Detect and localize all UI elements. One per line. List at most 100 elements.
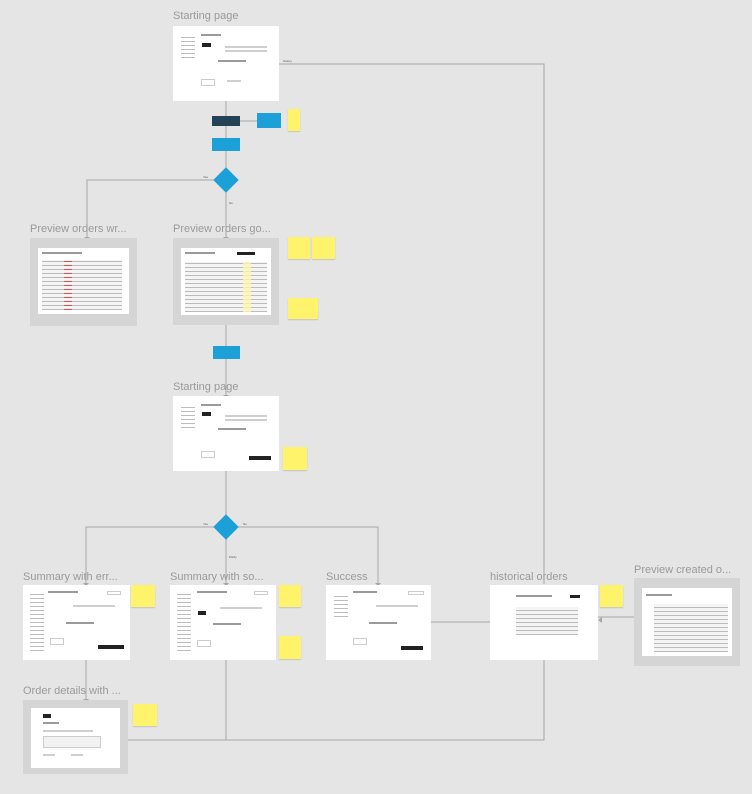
frame-preview-created-orders[interactable] bbox=[634, 578, 740, 666]
text-placeholder bbox=[218, 428, 246, 430]
frame-starting-page[interactable] bbox=[173, 26, 279, 101]
sidebar-placeholder bbox=[177, 593, 191, 651]
sticky-note[interactable] bbox=[133, 704, 157, 726]
frame-title: historical orders bbox=[490, 571, 568, 583]
process-note[interactable] bbox=[257, 113, 281, 128]
process-step[interactable] bbox=[212, 116, 240, 126]
field-placeholder bbox=[254, 591, 268, 595]
text-placeholder bbox=[225, 50, 267, 52]
button-placeholder bbox=[401, 646, 423, 650]
frame-title: Success bbox=[326, 571, 368, 583]
text-placeholder bbox=[516, 595, 552, 597]
table-placeholder bbox=[516, 607, 578, 635]
sticky-note[interactable] bbox=[279, 636, 301, 659]
text-placeholder bbox=[353, 591, 377, 593]
edge-label-partly: Partly bbox=[229, 555, 237, 559]
button-placeholder bbox=[202, 43, 211, 47]
frame-preview-orders-good[interactable] bbox=[173, 238, 279, 325]
text-placeholder bbox=[218, 60, 246, 62]
text-placeholder bbox=[66, 622, 94, 624]
edge-label-no: No bbox=[243, 522, 247, 526]
frame-summary-with-errors[interactable] bbox=[23, 585, 130, 660]
page-placeholder bbox=[181, 248, 271, 315]
connector bbox=[85, 526, 215, 584]
sticky-note[interactable] bbox=[600, 585, 623, 607]
sticky-note[interactable] bbox=[288, 298, 318, 319]
frame-title: Summary with err... bbox=[23, 571, 118, 583]
button-placeholder bbox=[198, 611, 206, 615]
process-step[interactable] bbox=[213, 346, 240, 359]
button-placeholder bbox=[249, 456, 271, 460]
frame-title: Starting page bbox=[173, 381, 239, 393]
table-placeholder bbox=[42, 260, 122, 310]
text-placeholder bbox=[43, 722, 59, 724]
sticky-note[interactable] bbox=[131, 585, 155, 607]
edge-label-yes: Yes bbox=[203, 175, 208, 179]
edge-label-no: No bbox=[229, 201, 233, 205]
frame-order-details[interactable] bbox=[23, 700, 128, 774]
frame-summary-with-some[interactable] bbox=[170, 585, 276, 660]
connector bbox=[279, 63, 545, 584]
frame-title: Summary with so... bbox=[170, 571, 264, 583]
frame-title: Starting page bbox=[173, 10, 239, 22]
text-placeholder bbox=[369, 622, 397, 624]
text-placeholder bbox=[201, 34, 221, 36]
text-placeholder bbox=[225, 419, 267, 421]
process-step[interactable] bbox=[212, 138, 240, 151]
sticky-note[interactable] bbox=[279, 585, 301, 607]
text-placeholder bbox=[185, 252, 215, 254]
button-placeholder bbox=[98, 645, 124, 649]
text-placeholder bbox=[43, 754, 55, 756]
field-placeholder bbox=[408, 591, 424, 595]
text-placeholder bbox=[48, 591, 78, 593]
text-placeholder bbox=[646, 594, 672, 596]
frame-starting-page[interactable] bbox=[173, 396, 279, 471]
frame-success[interactable] bbox=[326, 585, 431, 660]
button-placeholder bbox=[570, 595, 580, 598]
frame-preview-orders-wrong[interactable] bbox=[30, 238, 137, 326]
field-placeholder bbox=[353, 638, 367, 645]
text-placeholder bbox=[71, 754, 83, 756]
frame-title: Preview created o... bbox=[634, 564, 732, 576]
error-column bbox=[64, 260, 72, 310]
page-placeholder bbox=[38, 248, 129, 314]
sticky-note[interactable] bbox=[288, 109, 300, 131]
connector bbox=[237, 526, 379, 584]
connector bbox=[86, 179, 215, 238]
button-placeholder bbox=[43, 714, 51, 718]
text-placeholder bbox=[213, 623, 241, 625]
frame-historical-orders[interactable] bbox=[490, 585, 598, 660]
text-placeholder bbox=[225, 46, 267, 48]
sticky-note[interactable] bbox=[288, 237, 310, 259]
text-placeholder bbox=[197, 591, 227, 593]
text-placeholder bbox=[227, 80, 241, 82]
page-placeholder bbox=[642, 588, 732, 656]
frame-title: Preview orders go... bbox=[173, 223, 271, 235]
edge-label-history: history bbox=[283, 59, 292, 63]
table-placeholder bbox=[654, 604, 728, 652]
table-placeholder bbox=[185, 262, 267, 312]
sticky-note[interactable] bbox=[312, 237, 335, 259]
button-placeholder bbox=[202, 412, 211, 416]
text-placeholder bbox=[220, 607, 262, 609]
text-placeholder bbox=[43, 730, 93, 732]
field-placeholder bbox=[107, 591, 121, 595]
sidebar-placeholder bbox=[334, 595, 348, 617]
field-placeholder bbox=[43, 736, 101, 748]
text-placeholder bbox=[73, 605, 115, 607]
field-placeholder bbox=[50, 638, 64, 645]
text-placeholder bbox=[42, 252, 82, 254]
button-placeholder bbox=[237, 252, 255, 255]
sidebar-placeholder bbox=[30, 593, 44, 651]
page-placeholder bbox=[31, 708, 120, 768]
text-placeholder bbox=[376, 605, 418, 607]
text-placeholder bbox=[201, 404, 221, 406]
frame-title: Order details with ... bbox=[23, 685, 121, 697]
sidebar-placeholder bbox=[181, 404, 195, 428]
connector bbox=[226, 660, 545, 741]
sticky-note[interactable] bbox=[283, 447, 307, 470]
field-placeholder bbox=[201, 79, 215, 86]
highlight-column bbox=[243, 262, 251, 312]
